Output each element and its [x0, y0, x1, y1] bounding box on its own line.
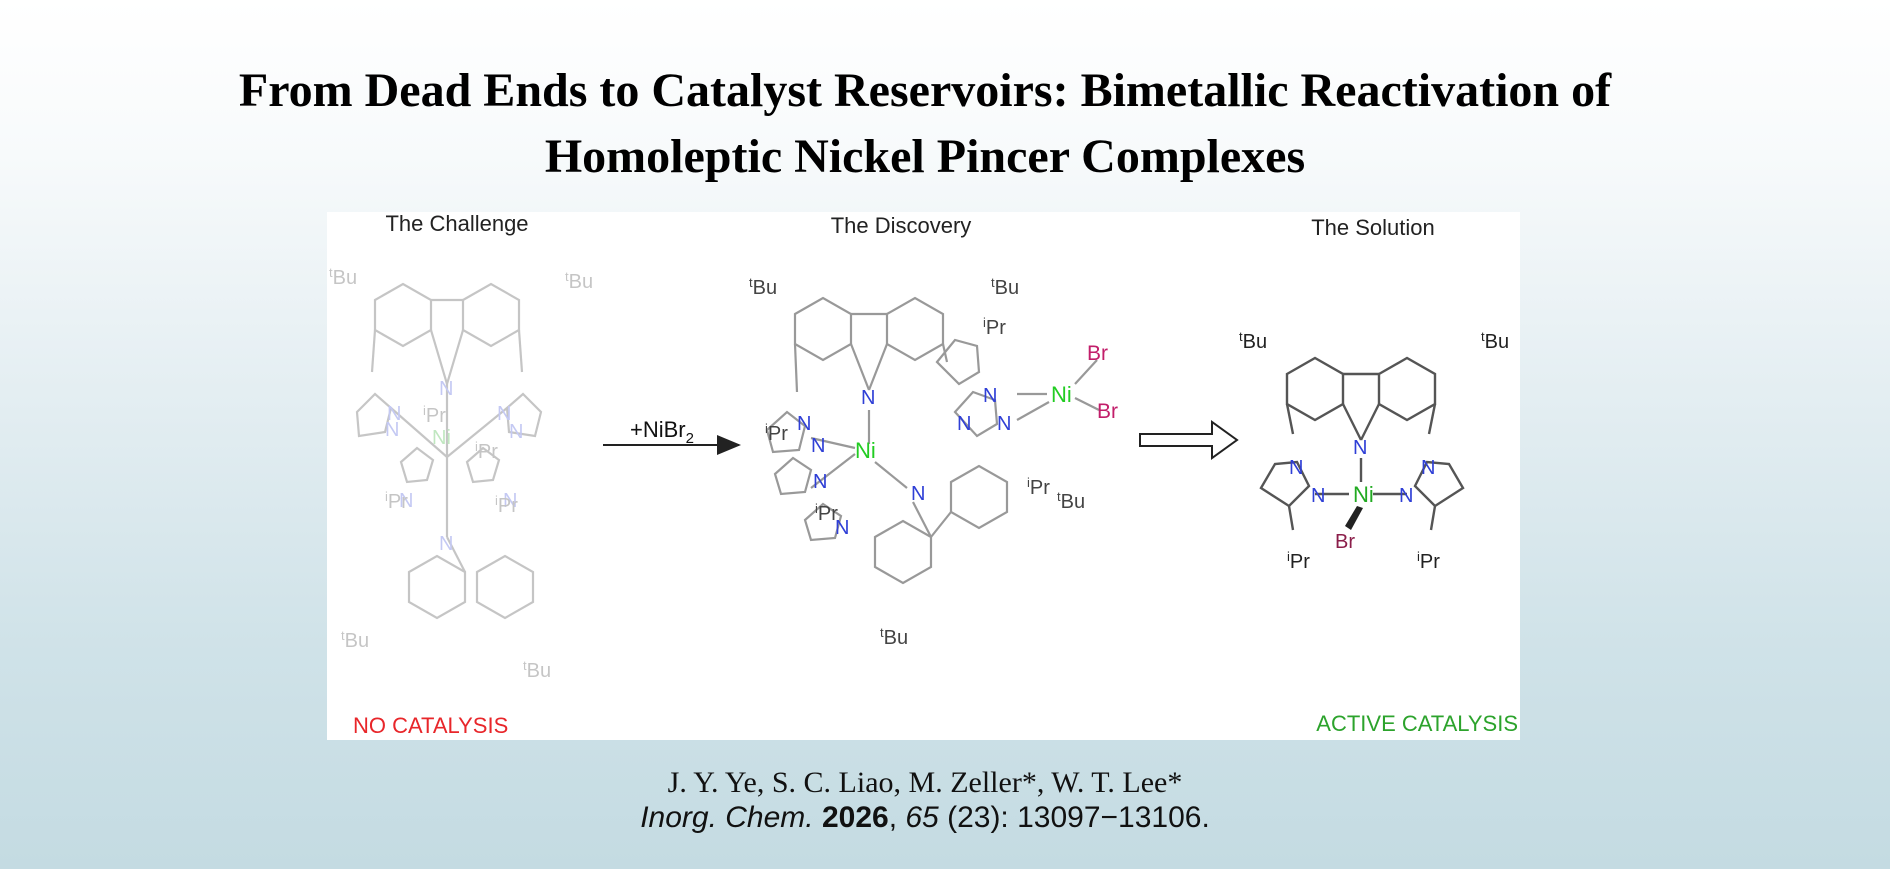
svg-text:iPr: iPr [495, 493, 518, 517]
svg-text:N: N [509, 421, 523, 443]
svg-text:tBu: tBu [523, 658, 551, 682]
svg-text:iPr: iPr [385, 489, 408, 513]
svg-text:iPr: iPr [1287, 549, 1310, 573]
svg-text:iPr: iPr [765, 421, 788, 445]
svg-text:N: N [1399, 485, 1413, 507]
svg-text:iPr: iPr [983, 315, 1006, 339]
title-line-1: From Dead Ends to Catalyst Reservoirs: B… [238, 64, 1612, 117]
toc-graphic: The Challenge The Discovery The Solution… [327, 212, 1520, 740]
issue-pages: (23): 13097−13106. [938, 801, 1210, 834]
svg-text:N: N [911, 483, 925, 505]
svg-text:iPr: iPr [1417, 549, 1440, 573]
svg-text:Ni: Ni [1051, 382, 1072, 407]
svg-text:N: N [957, 413, 971, 435]
svg-text:Ni: Ni [1353, 482, 1374, 507]
svg-text:N: N [1311, 485, 1325, 507]
svg-text:tBu: tBu [565, 269, 593, 293]
journal-reference: Inorg. Chem. 2026, 65 (23): 13097−13106. [640, 801, 1210, 834]
svg-text:N: N [797, 413, 811, 435]
active-catalysis-label: ACTIVE CATALYSIS [1316, 711, 1518, 736]
svg-text:N: N [439, 378, 453, 400]
journal-name: Inorg. Chem. [640, 801, 814, 834]
author-list: J. Y. Ye, S. C. Liao, M. Zeller*, W. T. … [667, 766, 1183, 799]
volume: 65 [905, 801, 939, 834]
svg-text:Br: Br [1087, 342, 1108, 365]
svg-text:N: N [1421, 457, 1435, 479]
paper-title: From Dead Ends to Catalyst Reservoirs: B… [0, 58, 1850, 190]
svg-text:tBu: tBu [1481, 329, 1509, 353]
svg-text:Br: Br [1335, 531, 1355, 553]
no-catalysis-label: NO CATALYSIS [353, 713, 508, 738]
svg-text:N: N [385, 419, 399, 441]
svg-text:tBu: tBu [991, 275, 1019, 299]
svg-text:Ni: Ni [855, 438, 876, 463]
svg-text:iPr: iPr [475, 439, 498, 463]
citation: J. Y. Ye, S. C. Liao, M. Zeller*, W. T. … [0, 766, 1850, 836]
svg-text:N: N [497, 403, 511, 425]
active-catalyst-structure: tBu tBu Ni N N N N N Br iPr iPr [1239, 329, 1509, 573]
publication-year: 2026 [821, 801, 889, 834]
svg-text:N: N [399, 490, 413, 512]
svg-text:N: N [861, 387, 875, 409]
solution-heading: The Solution [1311, 215, 1435, 240]
svg-text:N: N [813, 471, 827, 493]
svg-text:N: N [503, 490, 517, 512]
challenge-heading: The Challenge [385, 212, 528, 236]
svg-text:N: N [439, 533, 453, 555]
svg-text:N: N [387, 403, 401, 425]
discovery-heading: The Discovery [831, 213, 972, 238]
svg-text:N: N [983, 385, 997, 407]
svg-text:tBu: tBu [749, 275, 777, 299]
open-arrow [1139, 420, 1239, 460]
svg-text:tBu: tBu [329, 265, 357, 289]
reagent-label: +NiBr2 [630, 417, 694, 447]
svg-text:Ni: Ni [432, 427, 451, 449]
bimetallic-intermediate-structure: tBu tBu tBu tBu iPr iPr iPr iPr Ni Ni Br… [749, 275, 1118, 649]
svg-text:N: N [835, 517, 849, 539]
svg-text:N: N [1289, 457, 1303, 479]
svg-text:Br: Br [1097, 400, 1118, 423]
svg-text:tBu: tBu [880, 625, 908, 649]
svg-text:N: N [811, 435, 825, 457]
svg-text:N: N [1353, 437, 1367, 459]
svg-text:iPr: iPr [815, 501, 838, 525]
svg-text:tBu: tBu [1057, 489, 1085, 513]
title-line-2: Homoleptic Nickel Pincer Complexes [544, 130, 1306, 183]
svg-text:tBu: tBu [1239, 329, 1267, 353]
svg-text:tBu: tBu [341, 628, 369, 652]
svg-text:iPr: iPr [423, 403, 446, 427]
homoleptic-complex-structure: tBu tBu tBu tBu Ni N N N N N N N N iPr i… [329, 265, 593, 682]
svg-text:N: N [997, 413, 1011, 435]
svg-text:iPr: iPr [1027, 475, 1050, 499]
